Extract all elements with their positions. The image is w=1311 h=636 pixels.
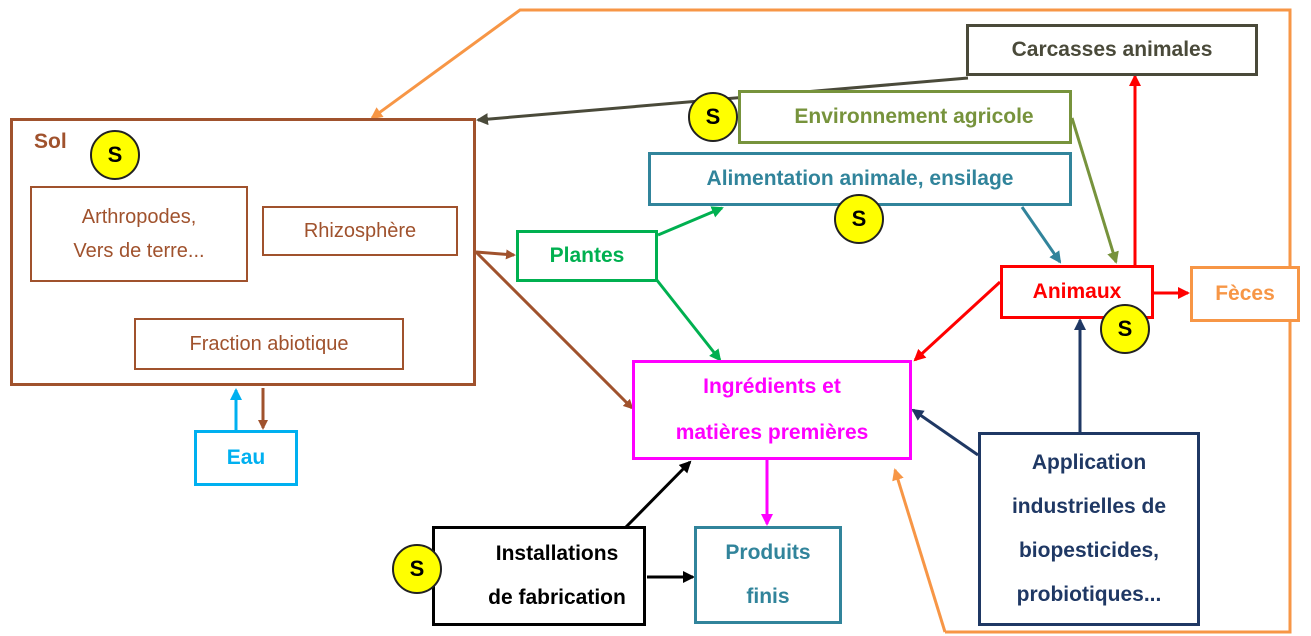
s-badge-animaux: S (1100, 304, 1150, 354)
arthropodes-node: Arthropodes, Vers de terre... (30, 186, 248, 282)
loop-frame-line (370, 8, 1292, 634)
ingredients-label-line1: Ingrédients et (703, 375, 841, 398)
carcasses-label: Carcasses animales (1011, 38, 1213, 61)
fraction-node: Fraction abiotique (134, 318, 404, 370)
s-badge-alimentation: S (834, 194, 884, 244)
animaux-label: Animaux (1032, 280, 1122, 303)
ingredients-label-line2: matières premières (675, 421, 869, 444)
environnement-node: Environnement agricole (738, 90, 1072, 144)
s-badge-installations: S (392, 544, 442, 594)
application-to-ingredients-arrow (911, 408, 979, 457)
animaux-node: Animaux (1000, 265, 1154, 319)
plantes-to-alimentation-arrow (657, 206, 724, 237)
environnement-label: Environnement agricole (794, 105, 1034, 128)
rhizosphere-label: Rhizosphère (303, 219, 417, 242)
produits-label-line1: Produits (725, 541, 811, 564)
plantes-label: Plantes (549, 244, 625, 267)
fraction-label: Fraction abiotique (189, 332, 349, 355)
installations-node: Installations de fabrication (432, 526, 646, 626)
arthropodes-label-line2: Vers de terre... (73, 240, 205, 262)
plantes-to-ingredients-arrow (654, 278, 722, 362)
plantes-node: Plantes (516, 230, 658, 282)
alimentation-label: Alimentation animale, ensilage (706, 167, 1014, 190)
application-label-line1: Application (1031, 451, 1147, 474)
ingredients-node: Ingrédients et matières premières (632, 360, 912, 460)
application-label-line2: industrielles de (1011, 495, 1167, 518)
alimentation-to-animaux-arrow (1020, 206, 1062, 264)
environnement-to-animaux-arrow (1070, 117, 1119, 264)
s-badge-environnement: S (688, 92, 738, 142)
loop-arrow-to-sol (892, 468, 947, 633)
eau-node: Eau (194, 430, 298, 486)
application-node: Application industrielles de biopesticid… (978, 432, 1200, 626)
feces-node: Fèces (1190, 266, 1300, 322)
installations-to-ingredients-arrow (624, 460, 692, 529)
application-label-line3: biopesticides, (1018, 539, 1160, 562)
s-badge-sol: S (90, 130, 140, 180)
arthropodes-label-line1: Arthropodes, (81, 206, 197, 228)
sol-to-plantes-arrow (475, 249, 516, 260)
installations-label-line1: Installations (495, 542, 619, 565)
eau-label: Eau (226, 446, 266, 469)
produits-node: Produits finis (694, 526, 842, 624)
animaux-to-ingredients-arrow (913, 280, 1002, 362)
produits-label-line2: finis (746, 585, 790, 608)
application-label-line4: probiotiques... (1016, 583, 1162, 606)
installations-label-line2: de fabrication (488, 586, 626, 609)
rhizosphere-node: Rhizosphère (262, 206, 458, 256)
carcasses-node: Carcasses animales (966, 24, 1258, 76)
sol-to-ingredients-arrow (474, 250, 634, 410)
feces-label: Fèces (1215, 282, 1275, 305)
sol-label: Sol (34, 130, 67, 153)
